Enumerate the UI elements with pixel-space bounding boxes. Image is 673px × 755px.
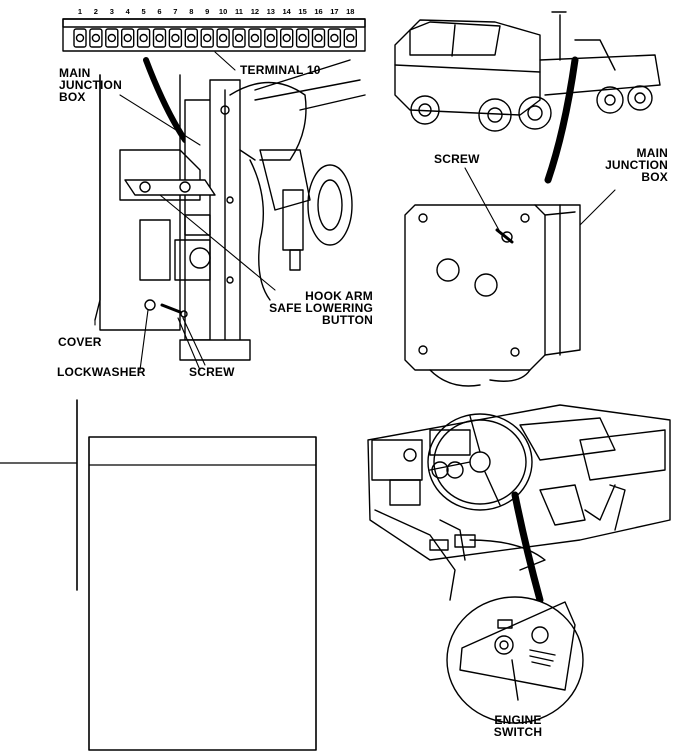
terminal-number: 1 (77, 7, 83, 16)
left-assembly (94, 59, 366, 361)
terminal-cell (152, 28, 167, 48)
terminal-cell (280, 28, 294, 48)
leader-lines-right (464, 167, 616, 233)
terminal-screw (314, 33, 323, 43)
terminal-screw (218, 33, 228, 43)
truck-illustration (394, 11, 661, 184)
leader-lines-left (94, 51, 276, 371)
terminal-cell (89, 28, 103, 48)
terminal-number: 14 (282, 7, 291, 16)
terminal-number: 11 (235, 7, 243, 16)
terminal-screw (250, 33, 260, 43)
junction-box-right (404, 204, 581, 387)
terminal-screw (266, 33, 275, 43)
label-terminal-10: TERMINAL 10 (240, 63, 321, 77)
terminal-number: 12 (250, 7, 260, 16)
label-engine-switch: ENGINE SWITCH (493, 713, 543, 739)
terminal-cell (248, 28, 262, 48)
terminal-number: 6 (157, 7, 162, 16)
terminal-number: 18 (346, 7, 355, 16)
terminal-number: 16 (314, 7, 323, 16)
terminal-cell (136, 28, 151, 48)
terminal-screw (234, 33, 244, 43)
terminal-cell (73, 28, 87, 48)
terminal-cell (105, 28, 119, 48)
terminal-screw (123, 33, 132, 43)
terminal-screw (139, 33, 148, 43)
terminal-screw (202, 33, 212, 43)
engine-switch-inset (446, 596, 584, 724)
terminal-number: 4 (125, 7, 130, 16)
terminal-screw (298, 33, 307, 43)
terminal-number: 17 (330, 7, 339, 16)
terminal-cell (264, 28, 278, 48)
terminal-cell (232, 28, 246, 48)
terminal-number: 5 (141, 7, 146, 16)
terminal-cell (343, 28, 357, 48)
terminal-screw (346, 33, 355, 43)
terminal-screw (91, 33, 101, 43)
terminal-cell (216, 28, 230, 48)
procedure-box (0, 399, 317, 751)
terminal-number: 13 (266, 7, 275, 16)
label-screw-left: SCREW (189, 365, 235, 379)
terminal-cell (311, 28, 326, 48)
terminal-screw (107, 33, 117, 43)
label-cover: COVER (58, 335, 102, 349)
terminal-screw (187, 33, 196, 43)
terminal-cell (295, 28, 310, 48)
terminal-cell (200, 28, 214, 48)
terminal-cell (184, 28, 199, 48)
terminal-wire (143, 57, 188, 143)
terminal-cell (168, 28, 183, 48)
terminal-number: 15 (298, 7, 307, 16)
terminal-strip (62, 18, 366, 52)
terminal-cell (120, 28, 135, 48)
label-screw-right: SCREW (434, 152, 480, 166)
terminal-number: 9 (205, 7, 210, 16)
terminal-number: 7 (173, 7, 178, 16)
terminal-screw (282, 33, 291, 43)
terminal-screw (330, 33, 339, 43)
label-main-junction-box-right: MAIN JUNCTION BOX (605, 146, 668, 184)
terminal-screw (75, 33, 85, 43)
terminal-screw (155, 33, 164, 43)
terminal-number: 3 (109, 7, 114, 16)
terminal-number: 2 (93, 7, 98, 16)
terminal-cell (327, 28, 342, 48)
dashboard-illustration (367, 404, 671, 604)
label-main-junction-box-left: MAIN JUNCTION BOX (59, 66, 122, 104)
label-hook-arm-safe-lowering-button: HOOK ARM SAFE LOWERING BUTTON (269, 289, 373, 327)
terminal-screw (171, 33, 180, 43)
label-lockwasher: LOCKWASHER (57, 365, 146, 379)
terminal-number: 8 (189, 7, 194, 16)
terminal-number: 10 (218, 7, 228, 16)
